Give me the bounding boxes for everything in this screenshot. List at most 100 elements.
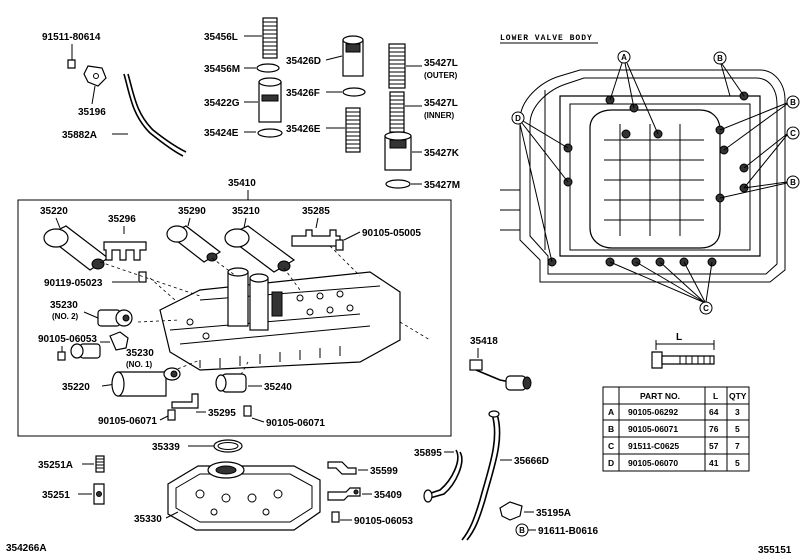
label-35220-lower: 35220 <box>62 382 90 393</box>
bolt-icon <box>57 351 66 361</box>
code-bottom-left: 354266A <box>6 543 47 554</box>
bolt-icon <box>67 59 76 69</box>
label-90105-06053-bottom: 90105-06053 <box>354 516 413 527</box>
label-35230-no1: 35230 <box>126 348 154 359</box>
table-row-l: 64 <box>709 407 719 417</box>
table-row-part-no: 90105-06071 <box>628 424 678 434</box>
spring-icon <box>389 91 405 133</box>
label-35251A: 35251A <box>38 460 73 471</box>
spring-icon <box>95 455 105 473</box>
label-35422G: 35422G <box>204 98 240 109</box>
label-90105-06053-box: 90105-06053 <box>38 334 97 345</box>
label-35295: 35295 <box>208 408 236 419</box>
label-35426F: 35426F <box>286 88 320 99</box>
label-no2: (NO. 2) <box>52 312 79 321</box>
o-ring-icon <box>256 63 280 73</box>
table-row-l: 57 <box>709 441 719 451</box>
part-group-lower-solenoids: 35230 (NO. 2) 90105-06053 35230 (NO. 1) … <box>38 300 325 429</box>
table-header-qty: QTY <box>729 391 747 401</box>
solenoid-icon <box>97 309 133 327</box>
callout-c <box>786 126 800 140</box>
label-35666D: 35666D <box>514 456 549 467</box>
label-90105-06071-left: 90105-06071 <box>98 416 157 427</box>
part-group-tube: 91511-80614 35196 35882A <box>42 32 187 157</box>
callout-b <box>786 95 800 109</box>
label-90105-05005: 90105-05005 <box>362 228 421 239</box>
callout-b <box>713 51 727 65</box>
label-35296: 35296 <box>108 214 136 225</box>
label-35290: 35290 <box>178 206 206 217</box>
solenoid-icon <box>43 225 110 271</box>
label-dim-L: L <box>676 332 682 343</box>
solenoid-icon <box>111 367 181 397</box>
bolt-icon <box>167 409 176 421</box>
label-35427L-outer: 35427L <box>424 58 458 69</box>
svg-text:B: B <box>790 98 796 107</box>
table-row-qty: 5 <box>735 424 740 434</box>
o-ring-icon <box>385 179 411 189</box>
table-header-part-no: PART NO. <box>640 391 680 401</box>
valve-body-icon <box>159 267 401 371</box>
label-35410: 35410 <box>228 178 256 189</box>
table-row-qty: 3 <box>735 407 740 417</box>
spring-icon <box>388 43 406 89</box>
label-35426D: 35426D <box>286 56 321 67</box>
detent-spring-icon <box>327 461 357 475</box>
label-35895: 35895 <box>414 448 442 459</box>
bolt-spec-table: PART NO. L QTY A 90105-06292 64 3 B 9010… <box>602 386 750 472</box>
svg-text:C: C <box>790 129 796 138</box>
part-group-bottom-left: 35251A 35251 354266A <box>6 455 105 554</box>
sleeve-icon <box>384 131 412 171</box>
solenoid-icon <box>70 343 101 359</box>
bolt-icon <box>243 405 252 417</box>
lower-valve-body-title: LOWER VALVE BODY <box>500 34 593 43</box>
part-group-cable: 35418 L <box>469 332 715 391</box>
table-row-l: 76 <box>709 424 719 434</box>
solenoid-icon <box>215 373 247 393</box>
oil-pipe-icon <box>461 413 496 541</box>
svg-text:B: B <box>790 178 796 187</box>
svg-text:B: B <box>717 54 723 63</box>
table-row-l: 41 <box>709 458 719 468</box>
label-35196: 35196 <box>78 107 106 118</box>
label-no1: (NO. 1) <box>126 360 153 369</box>
table-row-qty: 7 <box>735 441 740 451</box>
label-outer: (OUTER) <box>424 71 458 80</box>
table-row-key: A <box>608 407 614 417</box>
table-row-key: D <box>608 458 614 468</box>
bolt-dimension-icon <box>651 351 715 369</box>
label-35210: 35210 <box>232 206 260 217</box>
bracket-icon <box>109 331 129 351</box>
cable-icon <box>469 359 532 391</box>
label-inner: (INNER) <box>424 111 455 120</box>
label-90119-05023: 90119-05023 <box>44 278 103 289</box>
o-ring-icon <box>257 128 283 138</box>
spring-icon <box>262 17 278 59</box>
table-row-qty: 5 <box>735 458 740 468</box>
bolt-icon <box>138 271 147 283</box>
part-group-pipes: 35895 35666D 35195A B 91611-B0616 355151 <box>414 410 792 556</box>
bracket-icon <box>291 229 341 247</box>
label-35251: 35251 <box>42 490 70 501</box>
label-90105-06071-right: 90105-06071 <box>266 418 325 429</box>
part-group-springs: 35456L 35456M 35422G 35424E 35426D <box>204 17 460 191</box>
sleeve-icon <box>258 77 282 123</box>
label-35195A: 35195A <box>536 508 571 519</box>
code-bottom-right: 355151 <box>758 545 792 556</box>
label-35285: 35285 <box>302 206 330 217</box>
plug-icon <box>342 35 364 77</box>
table-header-l: L <box>713 391 718 401</box>
svg-text:B: B <box>519 526 525 535</box>
label-35220-top: 35220 <box>40 206 68 217</box>
part-group-solenoids: 35220 35296 35290 35210 35285 <box>40 206 421 289</box>
callout-d <box>511 111 525 125</box>
label-35409: 35409 <box>374 490 402 501</box>
part-group-oil-pan: 35339 35330 35599 35409 90105-060 <box>134 439 413 531</box>
valve-body-assembly-frame <box>17 199 452 437</box>
label-91511-80614: 91511-80614 <box>42 32 101 43</box>
label-35427M: 35427M <box>424 180 460 191</box>
pipe-clamp-icon <box>499 501 523 521</box>
label-35330: 35330 <box>134 514 162 525</box>
label-35426E: 35426E <box>286 124 321 135</box>
